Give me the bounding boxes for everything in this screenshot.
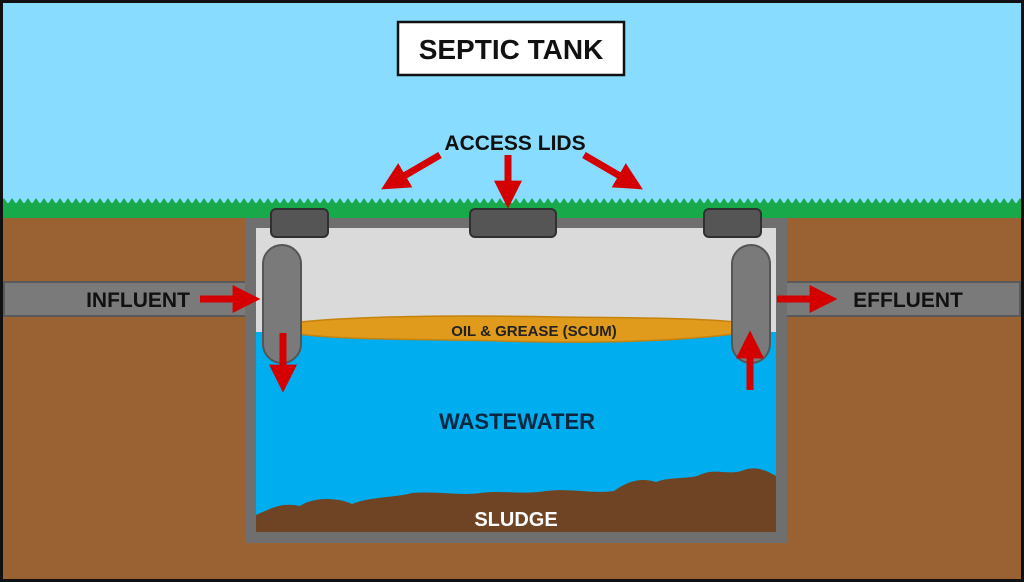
title-box — [396, 20, 626, 77]
access-lid-right — [703, 208, 762, 238]
tank — [245, 218, 787, 543]
arrow-lid-right — [582, 151, 643, 190]
label-wastewater: WASTEWATER — [439, 409, 595, 434]
access-lid-left — [270, 208, 329, 238]
diagram-title: SEPTIC TANK — [419, 34, 604, 65]
label-scum: OIL & GREASE (SCUM) — [451, 323, 617, 340]
label-influent: INFLUENT — [86, 289, 190, 312]
sludge-layer — [256, 468, 776, 532]
access-lid-center — [469, 208, 557, 238]
label-access-lids: ACCESS LIDS — [444, 132, 585, 155]
label-sludge: SLUDGE — [474, 509, 557, 531]
arrows — [200, 151, 838, 393]
arrow-lid-left — [381, 151, 442, 190]
label-effluent: EFFLUENT — [853, 289, 963, 312]
